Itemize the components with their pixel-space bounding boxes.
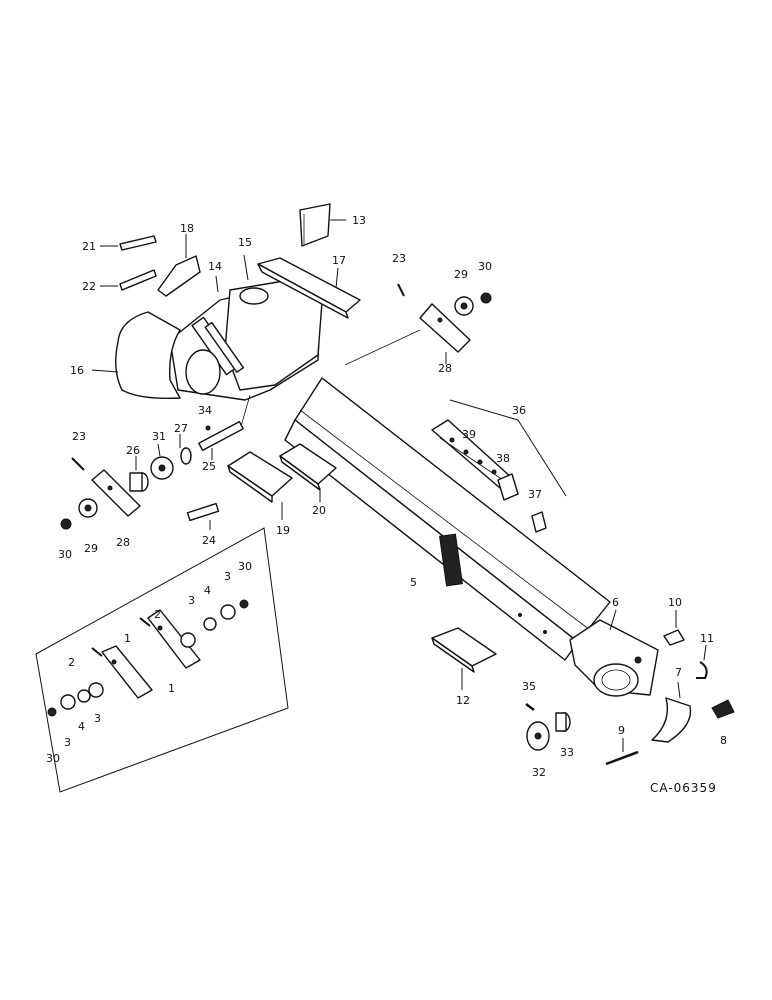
callout-10: 10 [668, 596, 682, 609]
part-7-shield [651, 681, 692, 743]
part-5-tube [284, 377, 611, 661]
part-23-bolt-upper [397, 283, 405, 297]
callout-38: 38 [496, 452, 510, 465]
part-37-block [531, 511, 547, 533]
part-22-bar [100, 269, 157, 291]
callout-26: 26 [126, 444, 140, 457]
part-21-bar [100, 235, 157, 251]
callout-29-a: 29 [454, 268, 468, 281]
part-31-sprocket [150, 443, 174, 480]
part-29-flange-left [78, 498, 98, 518]
callout-30-c: 30 [238, 560, 252, 573]
callout-16: 16 [70, 364, 84, 377]
part-28-bearing-plate-upper [344, 303, 471, 366]
part-27-bushing [179, 434, 192, 465]
callout-11: 11 [700, 632, 714, 645]
part-8-plate [711, 699, 735, 719]
part-29-flange-upper [454, 296, 474, 316]
callout-2-b: 2 [68, 656, 75, 669]
callout-18: 18 [180, 222, 194, 235]
part-33-bushing [555, 712, 571, 732]
callout-21: 21 [82, 240, 96, 253]
callout-28-b: 28 [116, 536, 130, 549]
part-30-nut-left [60, 518, 72, 530]
callout-17: 17 [332, 254, 346, 267]
callout-32: 32 [532, 766, 546, 779]
callout-28-a: 28 [438, 362, 452, 375]
part-32-sprocket [526, 721, 550, 751]
part-12-cover [431, 627, 497, 690]
part-6-lower-head [569, 609, 659, 697]
callout-23-b: 23 [72, 430, 86, 443]
callout-25: 25 [202, 460, 216, 473]
inset-box [35, 527, 289, 793]
callout-3-c: 3 [64, 736, 71, 749]
callout-4-b: 4 [78, 720, 85, 733]
callout-27: 27 [174, 422, 188, 435]
part-25-shaft [198, 420, 244, 460]
callout-7: 7 [675, 666, 682, 679]
callout-35: 35 [522, 680, 536, 693]
part-24-shaft [186, 502, 220, 530]
callout-12: 12 [456, 694, 470, 707]
callout-30-b: 30 [58, 548, 72, 561]
callout-13: 13 [352, 214, 366, 227]
part-26-bushing [129, 456, 149, 492]
part-10-clip [663, 610, 685, 646]
part-20-plate [279, 443, 337, 502]
callout-6: 6 [612, 596, 619, 609]
part-14-15-housing [169, 254, 323, 431]
callout-5: 5 [410, 576, 417, 589]
callout-29-b: 29 [84, 542, 98, 555]
part-13-bracket [299, 203, 346, 247]
callout-31: 31 [152, 430, 166, 443]
callout-22: 22 [82, 280, 96, 293]
part-38-block [497, 473, 519, 501]
part-34-key [205, 425, 211, 431]
callout-20: 20 [312, 504, 326, 517]
part-11-u-clip [696, 644, 708, 679]
callout-3-a: 3 [188, 594, 195, 607]
callout-1-a: 1 [124, 632, 131, 645]
part-28-bearing-plate-left [91, 469, 141, 517]
callout-1-b: 1 [168, 682, 175, 695]
part-30-nut-upper [480, 292, 492, 304]
callout-39: 39 [462, 428, 476, 441]
callout-8: 8 [720, 734, 727, 747]
callout-labels: 1 1 2 2 3 3 3 3 4 4 5 6 7 8 9 10 11 12 1… [46, 214, 727, 779]
callout-4-a: 4 [204, 584, 211, 597]
callout-3-d: 3 [94, 712, 101, 725]
part-36-assembly-bracket [449, 399, 567, 497]
callout-30-d: 30 [46, 752, 60, 765]
part-23-bolt-left [71, 457, 85, 471]
part-16-curved-cover [91, 311, 181, 400]
callout-23-a: 23 [392, 252, 406, 265]
callout-33: 33 [560, 746, 574, 759]
part-9-pin [605, 738, 639, 766]
callout-19: 19 [276, 524, 290, 537]
callout-37: 37 [528, 488, 542, 501]
part-18-plate [157, 234, 201, 297]
callout-30-a: 30 [478, 260, 492, 273]
part-19-plate [227, 451, 293, 520]
callout-14: 14 [208, 260, 222, 273]
part-17-strip [257, 257, 361, 319]
callout-3-b: 3 [224, 570, 231, 583]
callout-15: 15 [238, 236, 252, 249]
callout-9: 9 [618, 724, 625, 737]
callout-34: 34 [198, 404, 212, 417]
callout-2-a: 2 [154, 608, 161, 621]
callout-24: 24 [202, 534, 216, 547]
callout-36: 36 [512, 404, 526, 417]
part-35-key [525, 703, 535, 711]
drawing-code: CA-06359 [650, 781, 717, 795]
